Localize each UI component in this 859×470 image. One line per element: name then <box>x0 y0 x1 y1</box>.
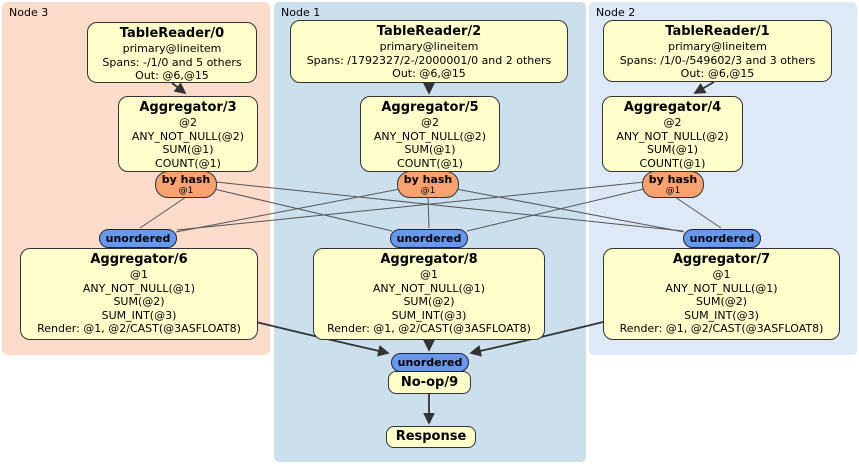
processor-detail: Spans: /1/0-/549602/3 and 3 others <box>619 53 816 67</box>
processor-detail: @1 <box>712 268 731 281</box>
processor-detail: @2 <box>421 116 439 129</box>
processor-detail: SUM(@2) <box>403 295 455 308</box>
router-detail: @1 <box>665 186 681 196</box>
sync-unordered-noop-9: unordered <box>391 353 469 372</box>
processor-aggregator-8: Aggregator/8 @1 ANY_NOT_NULL(@1) SUM(@2)… <box>313 248 545 340</box>
region-node-3-label: Node 3 <box>9 6 49 19</box>
processor-title: TableReader/1 <box>665 24 770 39</box>
processor-detail: primary@lineitem <box>122 42 222 55</box>
processor-detail: SUM(@1) <box>162 143 214 156</box>
processor-detail: SUM_INT(@3) <box>391 308 467 322</box>
router-by-hash-3: by hash @1 <box>155 171 217 198</box>
processor-detail: Out: @6,@15 <box>680 67 755 80</box>
processor-detail: SUM_INT(@3) <box>101 308 177 322</box>
processor-title: TableReader/2 <box>376 24 482 39</box>
processor-title: Aggregator/7 <box>672 252 771 267</box>
processor-detail: primary@lineitem <box>668 40 767 53</box>
sync-unordered-aggregator-6: unordered <box>99 229 177 248</box>
processor-title: TableReader/0 <box>119 26 225 41</box>
processor-aggregator-3: Aggregator/3 @2 ANY_NOT_NULL(@2) SUM(@1)… <box>118 96 258 172</box>
router-label: by hash <box>648 173 698 186</box>
processor-detail: SUM_INT(@3) <box>684 308 759 322</box>
processor-detail: COUNT(@1) <box>397 156 463 170</box>
processor-detail: COUNT(@1) <box>639 156 706 170</box>
processor-detail: @2 <box>179 116 197 129</box>
processor-detail: ANY_NOT_NULL(@1) <box>372 281 486 295</box>
processor-detail: SUM(@1) <box>646 143 699 156</box>
router-label: by hash <box>403 173 453 186</box>
processor-detail: SUM(@1) <box>404 143 456 156</box>
processor-aggregator-4: Aggregator/4 @2 ANY_NOT_NULL(@2) SUM(@1)… <box>602 96 743 172</box>
processor-detail: SUM(@2) <box>113 295 165 308</box>
router-to-sync-edges <box>139 181 722 233</box>
processor-tablereader-0: TableReader/0 primary@lineitem Spans: -/… <box>87 22 257 83</box>
processor-noop-9: No-op/9 <box>388 371 471 394</box>
processor-detail: Out: @6,@15 <box>392 67 466 80</box>
router-detail: @1 <box>178 186 194 196</box>
processor-detail: Render: @1, @2/CAST(@3ASFLOAT8) <box>37 322 241 335</box>
processor-title: Aggregator/6 <box>90 252 188 267</box>
processor-detail: ANY_NOT_NULL(@2) <box>373 129 487 143</box>
processor-detail: ANY_NOT_NULL(@1) <box>665 281 778 295</box>
router-label: by hash <box>161 173 211 186</box>
sync-unordered-aggregator-7: unordered <box>683 229 761 248</box>
processor-aggregator-7: Aggregator/7 @1 ANY_NOT_NULL(@1) SUM(@2)… <box>603 248 840 340</box>
processor-aggregator-6: Aggregator/6 @1 ANY_NOT_NULL(@1) SUM(@2)… <box>20 248 258 340</box>
processor-detail: @1 <box>130 268 148 281</box>
processor-detail: Render: @1, @2/CAST(@3ASFLOAT8) <box>327 322 531 335</box>
processor-detail: Spans: /1792327/2-/2000001/0 and 2 other… <box>306 53 552 67</box>
processor-detail: ANY_NOT_NULL(@2) <box>131 129 245 143</box>
processor-detail: Render: @1, @2/CAST(@3ASFLOAT8) <box>619 322 824 335</box>
processor-detail: primary@lineitem <box>379 40 479 53</box>
processor-detail: ANY_NOT_NULL(@2) <box>616 129 729 143</box>
router-by-hash-5: by hash @1 <box>397 171 459 198</box>
processor-tablereader-1: TableReader/1 primary@lineitem Spans: /1… <box>603 20 832 82</box>
processor-detail: SUM(@2) <box>695 295 748 308</box>
processor-detail: @1 <box>420 268 438 281</box>
processor-title: Aggregator/5 <box>381 100 479 115</box>
processor-detail: ANY_NOT_NULL(@1) <box>82 281 196 295</box>
router-by-hash-4: by hash @1 <box>642 171 704 198</box>
processor-title: Aggregator/8 <box>380 252 478 267</box>
region-node-2-label: Node 2 <box>596 6 636 19</box>
region-node-1-label: Node 1 <box>281 6 321 19</box>
processor-detail: Spans: -/1/0 and 5 others <box>102 55 242 69</box>
processor-detail: @2 <box>663 116 682 129</box>
processor-title: Aggregator/3 <box>139 100 237 115</box>
router-detail: @1 <box>420 186 436 196</box>
sync-unordered-aggregator-8: unordered <box>390 229 468 248</box>
processor-detail: COUNT(@1) <box>155 156 221 170</box>
processor-detail: Out: @6,@15 <box>135 69 209 82</box>
processor-aggregator-5: Aggregator/5 @2 ANY_NOT_NULL(@2) SUM(@1)… <box>360 96 500 172</box>
processor-tablereader-2: TableReader/2 primary@lineitem Spans: /1… <box>290 20 568 83</box>
processor-title: Aggregator/4 <box>623 100 722 115</box>
response-box: Response <box>386 426 476 448</box>
